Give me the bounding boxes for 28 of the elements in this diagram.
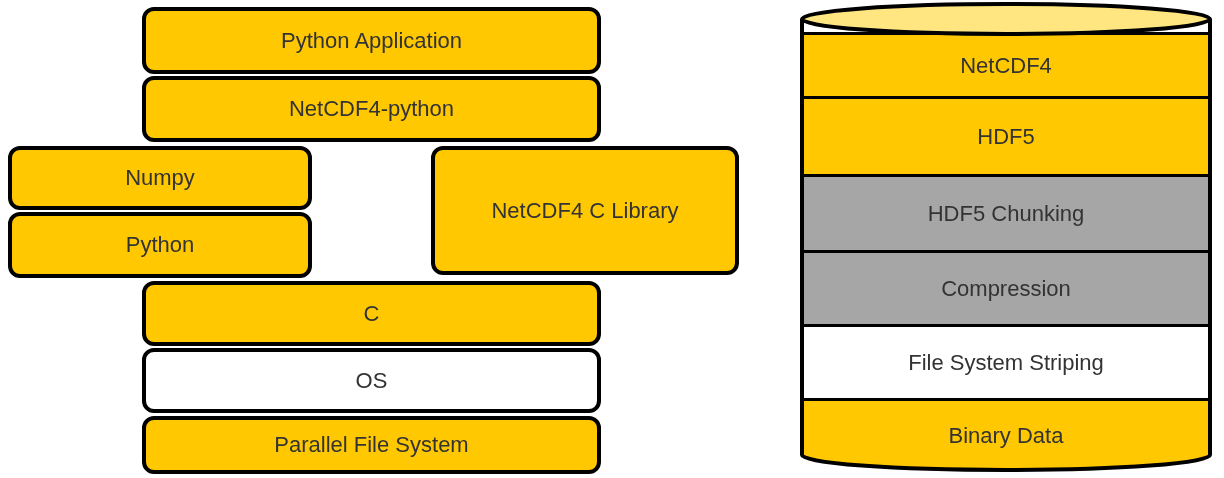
- layer-label: Binary Data: [948, 422, 1064, 449]
- layer-label: Python: [125, 232, 195, 258]
- layer-label: NetCDF4: [960, 52, 1052, 79]
- layer-label: HDF5 Chunking: [927, 200, 1085, 227]
- layer-box: [142, 281, 601, 346]
- layer-label: Python Application: [281, 27, 462, 54]
- cylinder-layer: [802, 96, 1210, 174]
- layer-label: File System Striping: [908, 349, 1104, 376]
- layer-label: OS: [355, 367, 388, 394]
- cylinder: [800, 2, 1212, 472]
- layer-label: HDF5: [977, 123, 1035, 150]
- layer-label: C: [363, 300, 380, 327]
- layer-box: [142, 76, 601, 142]
- layer-label: Parallel File System: [274, 432, 469, 458]
- layer-label: NetCDF4-python: [288, 96, 455, 122]
- layer-box: [8, 146, 312, 210]
- layer-box: [142, 416, 601, 474]
- layer-box: [431, 146, 739, 275]
- cylinder-layer: [802, 174, 1210, 250]
- layer-label: Compression: [941, 275, 1071, 302]
- layer-box: [8, 212, 312, 278]
- layer-label: NetCDF4 C Library: [491, 197, 679, 224]
- cylinder-layer: [802, 398, 1210, 470]
- cylinder-layer: [802, 250, 1210, 324]
- layer-label: Numpy: [125, 165, 195, 191]
- layer-box: [142, 348, 601, 413]
- cylinder-layer: [802, 32, 1210, 96]
- layer-box: [142, 7, 601, 74]
